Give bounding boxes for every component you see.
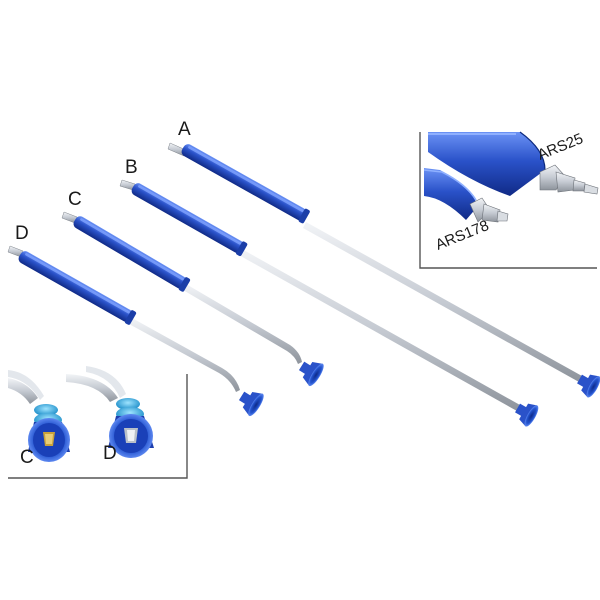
nozzle-b xyxy=(515,403,539,427)
lance-d: D xyxy=(7,223,264,417)
nozzle-closeup-c: C xyxy=(8,370,70,468)
label-lance-a: A xyxy=(178,119,191,140)
nozzle-closeup-d: D xyxy=(66,366,154,464)
lance-a: A xyxy=(167,119,600,398)
inset-frame-top-right xyxy=(419,132,597,269)
inset-nozzles: C D xyxy=(8,366,188,479)
nozzle-a xyxy=(577,374,600,398)
lance-b: B xyxy=(119,157,539,427)
inset-connectors: ARS25 ARS178 xyxy=(419,130,599,269)
connector-ars178 xyxy=(423,168,509,223)
label-lance-c: C xyxy=(68,189,82,210)
label-ars25: ARS25 xyxy=(535,130,585,164)
label-lance-d: D xyxy=(15,223,29,244)
inset-frame-bottom-left xyxy=(8,374,188,479)
nozzle-c xyxy=(298,361,324,387)
nozzle-d xyxy=(238,391,264,417)
label-closeup-d: D xyxy=(103,443,117,464)
label-ars178: ARS178 xyxy=(433,217,491,254)
label-closeup-c: C xyxy=(20,447,34,468)
label-lance-b: B xyxy=(125,157,138,178)
connector-ars25 xyxy=(428,131,599,196)
lance-c: C xyxy=(61,189,324,387)
